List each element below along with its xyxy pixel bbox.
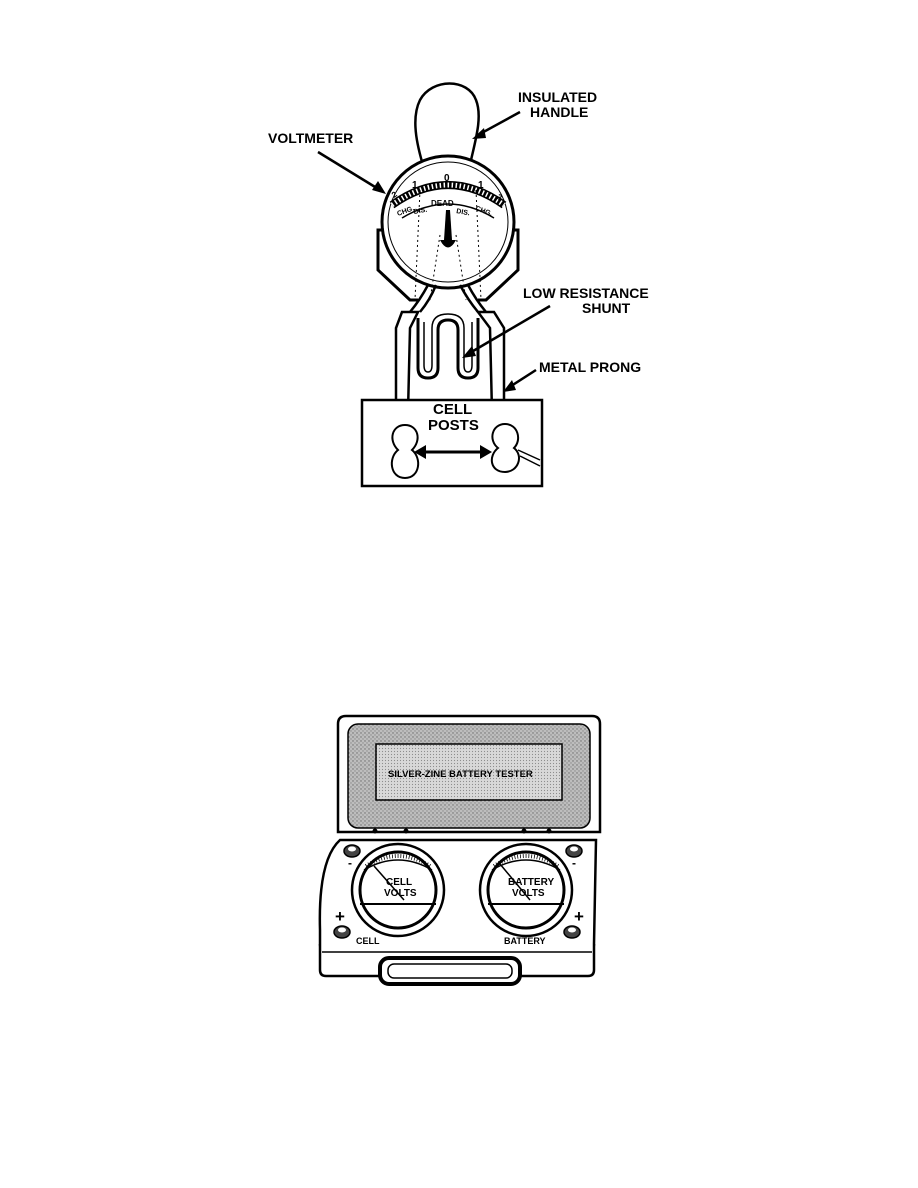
cell-post-right bbox=[490, 422, 520, 474]
terminal-label-cell: CELL bbox=[356, 936, 380, 946]
dial-tick-2-left: 2 bbox=[390, 189, 399, 199]
label-posts: POSTS bbox=[428, 417, 479, 434]
arrow-shunt bbox=[467, 304, 551, 356]
dial-dead-label: DEAD bbox=[431, 199, 454, 208]
minus-left: - bbox=[348, 856, 352, 870]
dial-tick-1-left: 1 bbox=[412, 180, 418, 191]
dial-dis-left: DIS. bbox=[413, 207, 428, 216]
arrow-voltmeter bbox=[317, 150, 381, 192]
minus-right: - bbox=[572, 856, 576, 870]
terminal-label-battery: BATTERY bbox=[504, 936, 546, 946]
terminal-top-right[interactable] bbox=[565, 844, 583, 858]
plus-right: + bbox=[574, 907, 584, 926]
bracket-left bbox=[376, 228, 418, 302]
dial-tick-2-right: 2 bbox=[495, 192, 504, 202]
label-low-resistance: LOW RESISTANCE bbox=[523, 285, 649, 301]
label-insulated: INSULATED bbox=[518, 89, 597, 105]
label-handle: HANDLE bbox=[530, 104, 588, 120]
dial-tick-0: 0 bbox=[444, 173, 450, 184]
battery-volts-label-1: BATTERY bbox=[508, 877, 554, 888]
cell-tester-figure: 2 1 0 1 2 DEAD CHG. DIS. DIS. CHG. bbox=[268, 82, 649, 488]
cell-volts-label-2: VOLTS bbox=[384, 888, 417, 899]
cell-volts-needle bbox=[373, 865, 405, 901]
lid-title: SILVER-ZINE BATTERY TESTER bbox=[388, 769, 533, 780]
label-shunt: SHUNT bbox=[582, 300, 631, 316]
terminal-top-left[interactable] bbox=[343, 844, 361, 858]
dial-needle bbox=[444, 210, 452, 240]
bracket-right bbox=[478, 228, 520, 302]
battery-volts-label-2: VOLTS bbox=[512, 888, 545, 899]
lid-label-plate bbox=[375, 743, 563, 801]
label-cell: CELL bbox=[433, 401, 472, 418]
label-voltmeter: VOLTMETER bbox=[268, 130, 353, 146]
battery-tester-figure: SILVER-ZINE BATTERY TESTER CELL VOLTS BA… bbox=[318, 714, 602, 986]
cell-post-left bbox=[390, 423, 420, 480]
dial-dis-right: DIS. bbox=[456, 208, 471, 217]
insulated-handle bbox=[414, 82, 480, 177]
terminal-bottom-right[interactable] bbox=[563, 925, 581, 939]
battery-volts-needle bbox=[499, 863, 531, 901]
label-metal-prong: METAL PRONG bbox=[539, 359, 641, 375]
cell-volts-label-1: CELL bbox=[386, 877, 412, 888]
dial-tick-1-right: 1 bbox=[478, 180, 484, 191]
terminal-bottom-left[interactable] bbox=[333, 925, 351, 939]
plus-left: + bbox=[335, 907, 345, 926]
low-resistance-shunt bbox=[416, 318, 480, 380]
arrow-insulated-handle bbox=[477, 110, 521, 137]
